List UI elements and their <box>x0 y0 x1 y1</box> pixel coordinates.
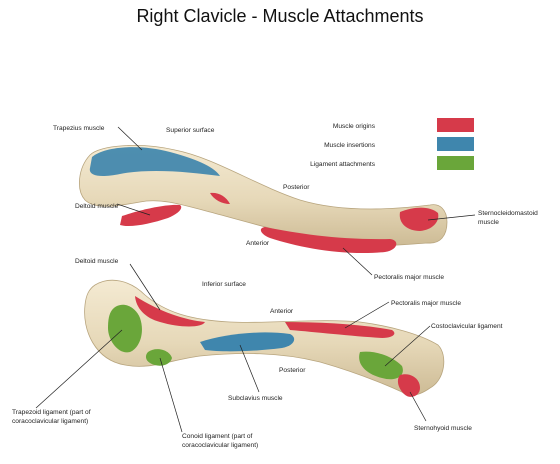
label-costoclavicular: Costoclavicular ligament <box>431 323 503 330</box>
legend-swatch-ligaments <box>437 156 474 170</box>
sternohyoid-origin <box>397 374 420 397</box>
label-sternocleidomastoid: Sternocleidomastoid <box>478 210 538 217</box>
legend-label-origins: Muscle origins <box>333 123 376 130</box>
labels: Trapezius muscle Superior surface Poster… <box>12 125 538 449</box>
trapezius-insertion <box>89 147 220 176</box>
label-conoid-2: coracoclavicular ligament) <box>182 442 258 449</box>
label-anterior-top: Anterior <box>246 240 270 247</box>
label-deltoid-bottom: Deltoid muscle <box>75 258 119 265</box>
label-pectoralis-top: Pectoralis major muscle <box>374 274 444 281</box>
label-pectoralis-bottom: Pectoralis major muscle <box>391 300 461 307</box>
label-posterior-top: Posterior <box>283 184 310 191</box>
legend-label-ligaments: Ligament attachments <box>310 161 376 168</box>
deltoid-origin-inferior <box>135 296 205 327</box>
label-trapezius: Trapezius muscle <box>53 125 105 132</box>
label-sternohyoid: Sternohyoid muscle <box>414 425 472 432</box>
label-superior-surface: Superior surface <box>166 127 215 134</box>
subclavius-insertion <box>200 332 295 352</box>
clavicle-inferior-view <box>84 279 445 397</box>
label-anterior-bottom: Anterior <box>270 308 294 315</box>
legend: Muscle origins Muscle insertions Ligamen… <box>310 118 474 170</box>
deltoid-origin <box>120 204 182 227</box>
costoclavicular-ligament <box>359 351 403 380</box>
label-subclavius: Subclavius muscle <box>228 395 283 402</box>
trapezoid-ligament <box>108 304 142 353</box>
label-conoid: Conoid ligament (part of <box>182 433 253 440</box>
pectoralis-origin <box>260 227 397 254</box>
page-title: Right Clavicle - Muscle Attachments <box>136 6 424 26</box>
deltoid-origin-small <box>210 192 230 204</box>
pectoralis-origin-inferior <box>285 322 395 338</box>
clavicle-superior-view <box>79 145 448 254</box>
label-inferior-surface: Inferior surface <box>202 281 246 288</box>
legend-label-insertions: Muscle insertions <box>324 142 376 149</box>
legend-swatch-origins <box>437 118 474 132</box>
label-posterior-bottom: Posterior <box>279 367 306 374</box>
leader-lines <box>35 126 476 433</box>
label-trapezoid-2: coracoclavicular ligament) <box>12 418 88 425</box>
sternocleidomastoid-origin <box>399 207 439 231</box>
legend-swatch-insertions <box>437 137 474 151</box>
label-deltoid-top: Deltoid muscle <box>75 203 119 210</box>
label-sternocleidomastoid-2: muscle <box>478 219 499 226</box>
label-trapezoid: Trapezoid ligament (part of <box>12 409 91 416</box>
conoid-ligament <box>145 349 172 366</box>
